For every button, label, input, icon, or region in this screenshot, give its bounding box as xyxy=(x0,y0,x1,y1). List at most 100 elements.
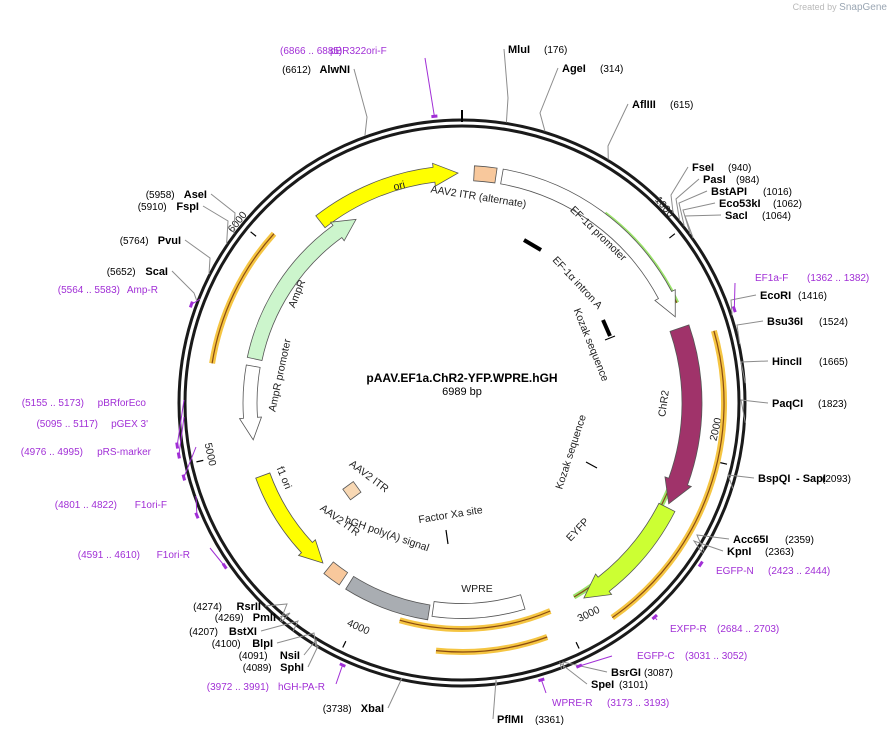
orf-arc-chr2-core xyxy=(611,330,725,619)
site-leader-line xyxy=(264,603,288,622)
site-position: (1524) xyxy=(819,317,848,328)
site-position: (176) xyxy=(544,45,567,56)
site-name: NsiI xyxy=(280,650,300,662)
feature-label-kozak-upper: Kozak sequence xyxy=(571,307,611,384)
site-leader-line xyxy=(670,166,689,214)
site-leader-line xyxy=(171,270,198,302)
site-position: (4100) xyxy=(212,639,241,650)
primer-range: (5155 .. 5173) xyxy=(22,398,84,409)
primer-leader-line xyxy=(195,495,198,516)
site-position: (4091) xyxy=(239,651,268,662)
primer-leader-line xyxy=(209,547,226,567)
site-position: (3738) xyxy=(323,704,352,715)
primer-name: pBR322ori-F xyxy=(330,46,387,57)
primer-range: (4976 .. 4995) xyxy=(21,447,83,458)
feature-ef1a-intron-a xyxy=(522,238,543,252)
site-leader-line xyxy=(276,632,317,647)
primer-leader-line xyxy=(540,679,547,694)
site-name: FseI xyxy=(692,162,714,174)
site-leader-line xyxy=(696,534,730,552)
site-leader-line xyxy=(260,620,299,632)
site-name: AseI xyxy=(184,189,207,201)
feature-label-aav2-itr-alternate: AAV2 ITR (alternate) xyxy=(430,184,527,211)
primer-range: (3031 .. 3052) xyxy=(685,651,747,662)
primer-range: (4591 .. 4610) xyxy=(78,550,140,561)
primer-mark xyxy=(538,677,545,683)
site-position: (1823) xyxy=(818,399,847,410)
primer-leader-line xyxy=(654,616,658,621)
backbone-inner xyxy=(183,124,741,682)
primer-leader-line xyxy=(183,446,197,478)
site-position: (4269) xyxy=(215,613,244,624)
primer-name: F1ori-R xyxy=(157,550,190,561)
feature-ampr-promoter xyxy=(238,364,263,441)
feature-label-ampr-promoter: AmpR promoter xyxy=(266,337,293,412)
feature-label-eyfp: EYFP xyxy=(564,516,592,544)
site-leader-line xyxy=(678,190,708,227)
feature-factor-xa-site xyxy=(445,529,449,545)
feature-label-factor-xa-site: Factor Xa site xyxy=(418,504,484,526)
restriction-sites: MluI(176)AgeI(314)AflIII(615)FseI(940)Pa… xyxy=(107,44,851,726)
site-leader-line xyxy=(539,67,559,132)
primer-leader-line xyxy=(335,664,344,685)
primer-name: hGH-PA-R xyxy=(278,682,325,693)
site-name: PaqCI xyxy=(772,398,803,410)
primer-leader-line xyxy=(699,563,702,566)
feature-ef1a-intron-a-end xyxy=(601,319,612,337)
site-name: AlwNI xyxy=(319,64,350,76)
site-position: (2363) xyxy=(765,547,794,558)
site-name: BspQI xyxy=(758,473,790,485)
feature-label-ori: ori xyxy=(392,179,406,193)
ring-tick-mark xyxy=(575,641,580,649)
ring-tick-mark xyxy=(342,640,347,648)
site-position: (3087) xyxy=(644,668,673,679)
site-position: (1665) xyxy=(819,357,848,368)
primer-leader-line xyxy=(178,416,185,456)
primer-name: pRS-marker xyxy=(97,447,152,458)
primer-range: (4801 .. 4822) xyxy=(55,500,117,511)
primer-mark xyxy=(651,613,658,621)
site-name: RsrII xyxy=(237,601,261,613)
primer-mark xyxy=(731,305,737,313)
site-leader-line xyxy=(684,214,722,239)
primer-leader-line xyxy=(176,399,185,446)
site-leader-line xyxy=(740,399,769,423)
site-name-alt: - SapI xyxy=(796,473,826,485)
primer-range: (2423 .. 2444) xyxy=(768,566,830,577)
feature-label-wpre: WPRE xyxy=(461,583,493,595)
site-position: (6612) xyxy=(282,65,311,76)
primer-range: (5095 .. 5117) xyxy=(36,419,98,430)
site-position: (615) xyxy=(670,100,693,111)
feature-wpre xyxy=(431,594,526,619)
feature-ef1a-promoter xyxy=(500,168,676,318)
site-name: PflMI xyxy=(497,714,523,726)
ring-tick-label: 3000 xyxy=(576,604,602,625)
site-position: (940) xyxy=(728,163,751,174)
snapgene-logo: SnapGene xyxy=(839,2,887,13)
site-name: SphI xyxy=(280,662,304,674)
primer-range: (2684 .. 2703) xyxy=(717,624,779,635)
primer-range: (3972 .. 3991) xyxy=(207,682,269,693)
feature-label-kozak-lower: Kozak sequence xyxy=(553,413,588,491)
primer-name: pGEX 3' xyxy=(111,419,148,430)
watermark-prefix: Created by xyxy=(792,2,837,12)
primer-mark xyxy=(431,114,438,119)
site-leader-line xyxy=(307,645,319,668)
primer-leader-line xyxy=(424,57,435,117)
site-position: (4089) xyxy=(243,663,272,674)
site-leader-line xyxy=(607,103,629,160)
site-position: (5958) xyxy=(146,190,175,201)
primer-name: F1ori-F xyxy=(135,500,167,511)
site-name: SpeI xyxy=(591,679,614,691)
ring-tick-label: 5000 xyxy=(202,442,219,467)
site-position: (5764) xyxy=(120,236,149,247)
site-name: AflIII xyxy=(632,99,656,111)
feature-aav2-itr-inner xyxy=(342,481,362,501)
site-name: AgeI xyxy=(562,63,586,75)
primer-range: (3173 .. 3193) xyxy=(607,698,669,709)
site-position: (984) xyxy=(736,175,759,186)
primer-name: EXFP-R xyxy=(670,624,707,635)
feature-label-chr2: ChR2 xyxy=(656,389,672,417)
